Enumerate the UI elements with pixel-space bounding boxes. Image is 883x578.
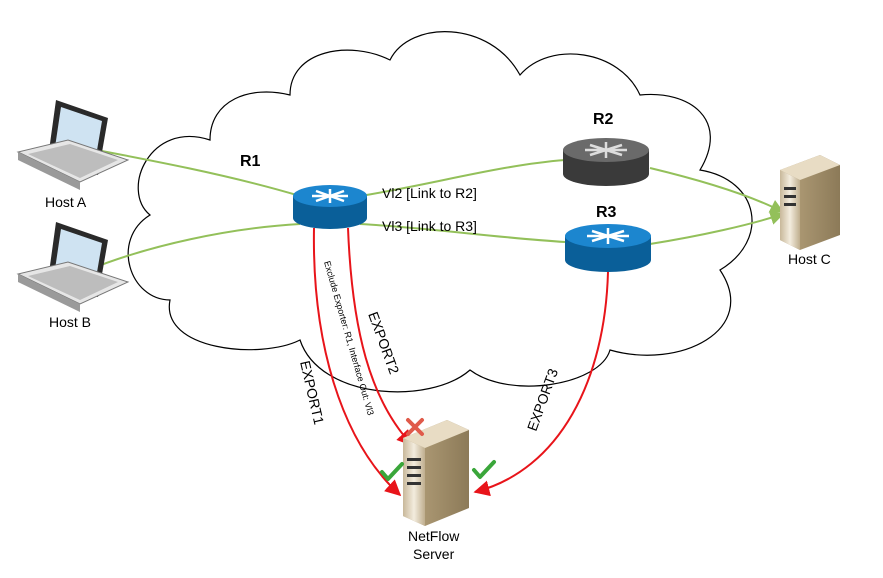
- vl3-interface-label: Vl3 [Link to R3]: [382, 218, 477, 234]
- vl2-interface-label: Vl2 [Link to R2]: [382, 185, 477, 201]
- host-c-server-icon[interactable]: [780, 155, 840, 250]
- host-a-laptop-icon[interactable]: [16, 100, 130, 190]
- export-flows: [312, 227, 609, 497]
- network-cloud: [127, 31, 753, 393]
- netflow-server-icon[interactable]: [403, 420, 469, 526]
- host-c-label: Host C: [788, 251, 831, 267]
- flow-export3: [473, 271, 609, 497]
- link-hostb-r1: [87, 223, 301, 271]
- netflow-server-label-line2: Server: [413, 546, 455, 562]
- link-r3-hostc: [649, 211, 785, 245]
- r1-label: R1: [240, 153, 261, 170]
- r2-label: R2: [593, 111, 614, 128]
- host-a-label: Host A: [45, 194, 87, 210]
- r3-label: R3: [596, 204, 617, 221]
- host-b-laptop-icon[interactable]: [16, 222, 130, 312]
- router-r1-icon[interactable]: [293, 185, 367, 229]
- check-icon: [472, 460, 496, 479]
- link-r1-r2: [359, 159, 566, 197]
- cross-icon: [406, 418, 424, 436]
- router-r2-icon[interactable]: [563, 138, 649, 186]
- link-r2-hostc: [649, 167, 785, 213]
- host-b-label: Host B: [49, 314, 91, 330]
- router-r3-icon[interactable]: [565, 224, 651, 272]
- check-icon: [380, 462, 404, 481]
- flow-export2: [347, 227, 414, 447]
- flow-export1: [312, 227, 402, 497]
- netflow-server-label-line1: NetFlow: [408, 528, 460, 544]
- network-links: [69, 144, 785, 271]
- link-r1-r3: [359, 223, 566, 243]
